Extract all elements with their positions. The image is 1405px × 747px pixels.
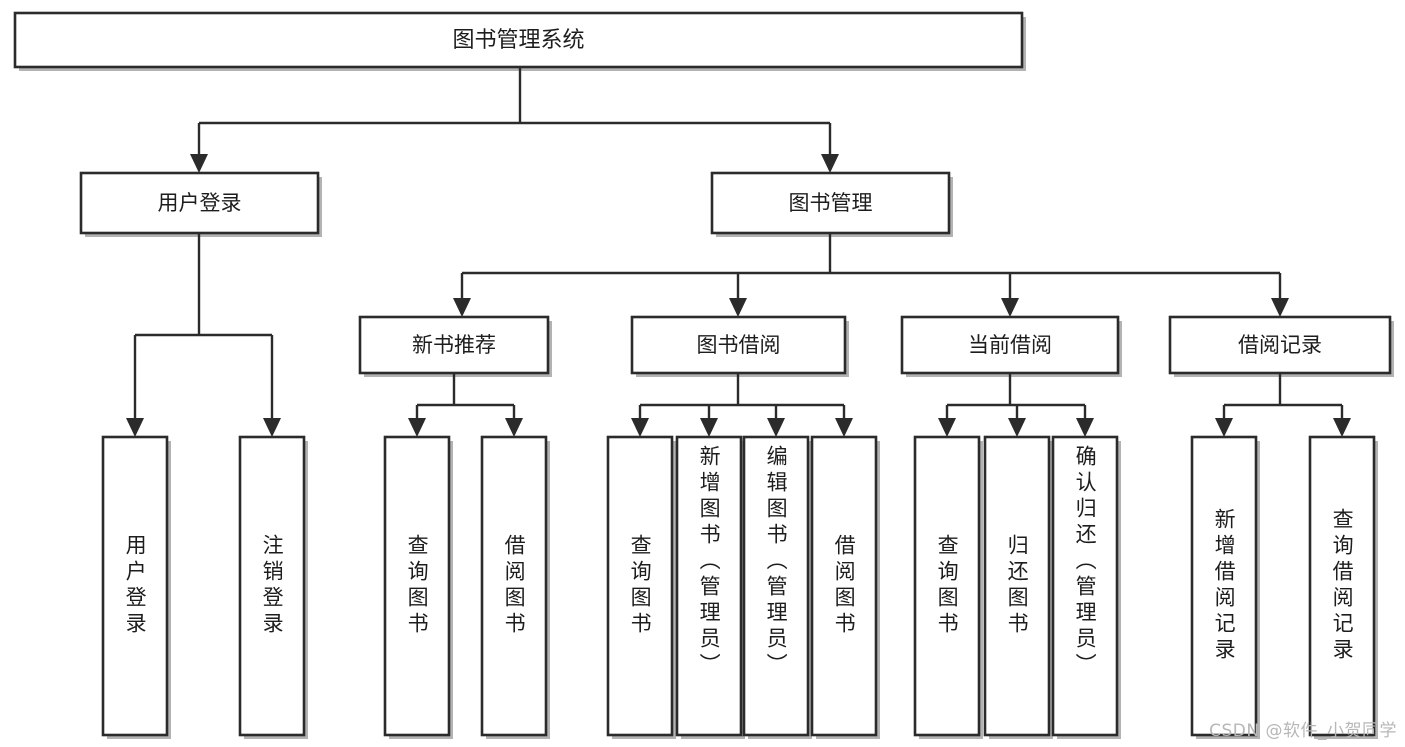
node-level2-2[interactable]: [900, 315, 1122, 377]
arrow-head-icon: [453, 298, 471, 317]
arrow-head-icon: [835, 418, 853, 437]
arrow-head-icon: [1008, 418, 1026, 437]
node-leaf-8[interactable]: [913, 435, 983, 739]
node-level2-3[interactable]: [1168, 315, 1394, 377]
arrow-head-icon: [190, 154, 208, 173]
node-root[interactable]: [13, 11, 1026, 71]
node-leaf-0[interactable]: [101, 435, 171, 739]
arrow-head-icon: [126, 418, 144, 437]
node-level1-label-0: 用户登录: [158, 191, 242, 215]
node-level1-0[interactable]: [79, 171, 322, 237]
arrow-head-icon: [938, 418, 956, 437]
arrow-head-icon: [505, 418, 523, 437]
node-leaf-3[interactable]: [480, 435, 550, 739]
node-level2-label-3: 借阅记录: [1238, 333, 1322, 357]
arrow-head-icon: [729, 298, 747, 317]
arrow-head-icon: [263, 418, 281, 437]
node-leaf-1[interactable]: [238, 435, 308, 739]
node-level2-0[interactable]: [358, 315, 552, 377]
arrow-head-icon: [767, 418, 785, 437]
node-level2-label-1: 图书借阅: [697, 333, 781, 357]
node-leaf-5[interactable]: [675, 435, 745, 739]
arrow-head-icon: [1076, 418, 1094, 437]
arrow-head-icon: [1333, 418, 1351, 437]
node-leaf-9[interactable]: [983, 435, 1053, 739]
arrow-head-icon: [1215, 418, 1233, 437]
node-level1-label-1: 图书管理: [789, 191, 873, 215]
arrow-head-icon: [1001, 298, 1019, 317]
node-level2-label-2: 当前借阅: [968, 333, 1052, 357]
watermark-text: CSDN @软件_小贺同学: [1209, 721, 1397, 741]
arrow-head-icon: [700, 418, 718, 437]
arrow-head-icon: [1271, 298, 1289, 317]
node-leaf-7[interactable]: [810, 435, 880, 739]
node-leaf-2[interactable]: [383, 435, 453, 739]
node-leaf-4[interactable]: [606, 435, 676, 739]
node-level1-1[interactable]: [710, 171, 953, 237]
node-leaf-6[interactable]: [742, 435, 812, 739]
arrow-head-icon: [631, 418, 649, 437]
node-level2-label-0: 新书推荐: [412, 333, 496, 357]
node-root-label: 图书管理系统: [452, 28, 584, 53]
node-leaf-12[interactable]: [1308, 435, 1378, 739]
arrow-head-icon: [408, 418, 426, 437]
node-leaf-11[interactable]: [1190, 435, 1260, 739]
node-leaf-10[interactable]: [1051, 435, 1121, 739]
arrow-head-icon: [821, 154, 839, 173]
